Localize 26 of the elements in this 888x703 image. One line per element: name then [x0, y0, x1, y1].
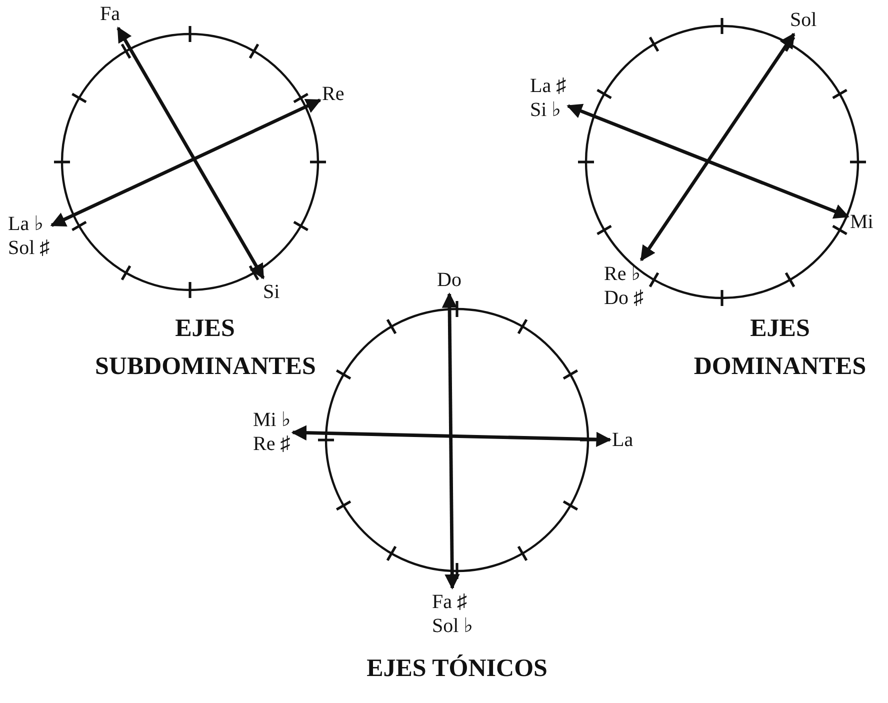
note-label: Sol	[790, 8, 817, 32]
note-label: Mi ♭	[253, 408, 291, 432]
note-label: Do	[437, 268, 462, 292]
note-label: Do ♯	[604, 286, 644, 310]
note-label: Si	[263, 280, 280, 304]
note-label: Fa ♯	[432, 590, 468, 614]
axis-group-title: EJES SUBDOMINANTES	[95, 314, 315, 382]
double-arrow	[566, 104, 850, 219]
note-label: Re ♯	[253, 432, 291, 456]
double-arrow	[50, 98, 322, 227]
note-label: Sol ♯	[8, 236, 50, 260]
note-label: Re	[322, 82, 344, 106]
axis-group-title: EJES TÓNICOS	[366, 654, 548, 684]
double-arrow	[442, 292, 460, 590]
note-label: Sol ♭	[432, 614, 474, 638]
double-arrow	[116, 26, 265, 280]
axis-group-title: EJES DOMINANTES	[692, 314, 868, 382]
note-label: Si ♭	[530, 98, 562, 122]
note-label: La ♯	[530, 74, 566, 98]
double-arrow	[291, 425, 612, 448]
note-label: Mi	[850, 210, 874, 234]
double-arrow	[640, 32, 796, 262]
note-label: La ♭	[8, 212, 45, 236]
note-label: La	[612, 428, 634, 452]
note-label: Re ♭	[604, 262, 642, 286]
note-label: Fa	[100, 2, 120, 26]
